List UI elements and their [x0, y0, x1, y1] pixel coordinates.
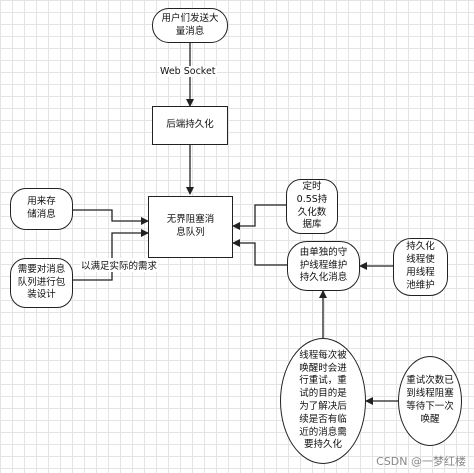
- node-timed-persist: 定时 0.5S持 久化数 据库: [286, 179, 338, 234]
- node-user-send: 用户们发送大 量消息: [152, 8, 228, 43]
- node-nonblocking-queue: 无界阻塞消 息队列: [148, 196, 233, 258]
- edge-store-to-queue: [73, 209, 149, 225]
- node-retry-explain: 线程每次被 唤醒时会进 行重试，重 试的目的是 为了解决后 续是否有临 近的消息…: [280, 338, 366, 464]
- node-consume-messages: 用来存 储消息: [10, 188, 73, 230]
- node-retry-count: 重试次数已 到线程阻塞 等待下一次 唤醒: [398, 356, 462, 446]
- watermark: CSDN @一梦红楼: [376, 455, 466, 468]
- node-dedicated-thread: 由单独的守 护线程维护 持久化消息: [287, 241, 360, 291]
- node-persist-thread-pool: 持久化 线程使 用线程 池维护: [393, 238, 448, 296]
- edge-timed-to-queue: [232, 204, 286, 230]
- node-queue-wrapper: 需要对消息 队列进行包 装设计: [10, 258, 73, 308]
- label-meet-needs: 以满足实际的需求: [80, 258, 159, 272]
- node-backend-persist: 后端持久化: [152, 106, 228, 145]
- edge-daemon-to-queue: [232, 239, 287, 266]
- edge-wrapper-to-queue: [73, 229, 149, 281]
- label-websocket: Web Socket: [159, 66, 217, 77]
